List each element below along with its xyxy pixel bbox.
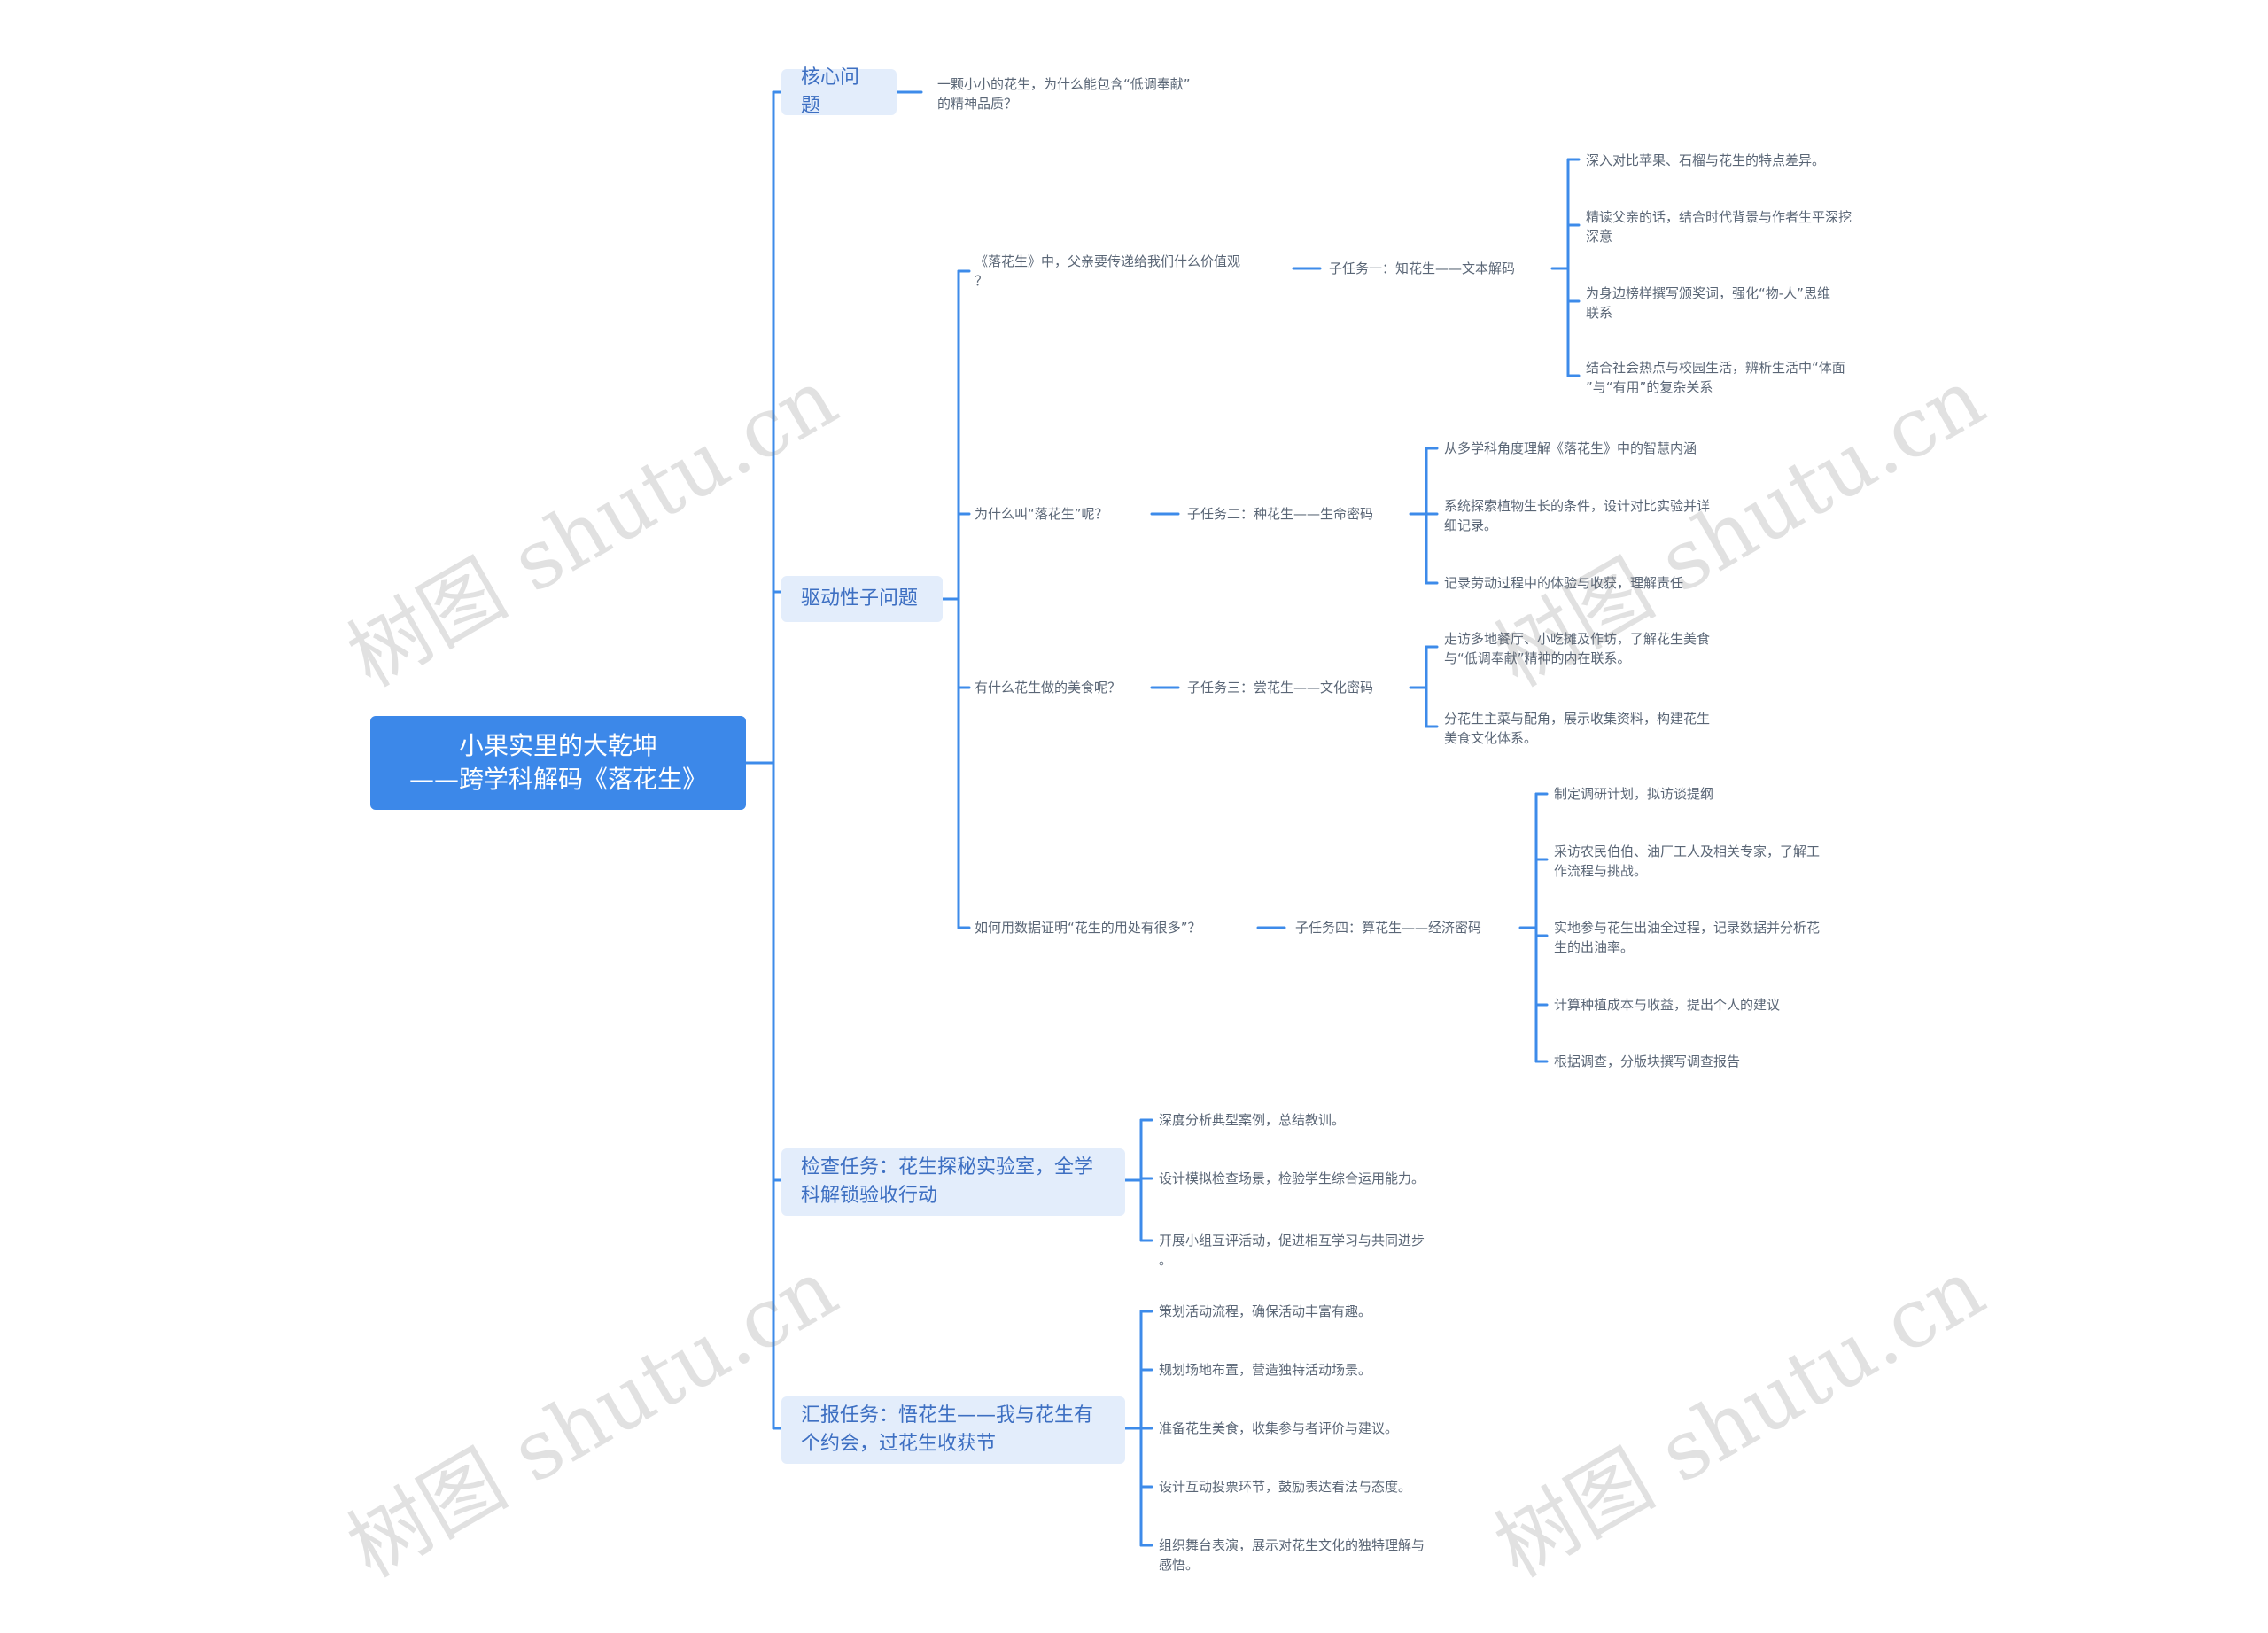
core-question-detail: 一颗小小的花生，为什么能包含“低调奉献” 的精神品质？	[937, 76, 1191, 112]
subtask-1-item: 深入对比苹果、石榴与花生的特点差异。	[1586, 152, 1826, 168]
subtask-4-item: 根据调查，分版块撰写调查报告	[1554, 1054, 1741, 1069]
branch-label: 汇报任务：悟花生——我与花生有个约会，过花生收获节	[801, 1404, 1094, 1455]
subtask-4[interactable]: 子任务四：算花生——经济密码	[1295, 920, 1482, 936]
subtask-1[interactable]: 子任务一：知花生——文本解码	[1329, 261, 1516, 276]
subtask-4-item: 实地参与花生出油全过程，记录数据并分析花 生的出油率。	[1554, 920, 1821, 955]
driving-question-4[interactable]: 如何用数据证明“花生的用处有很多”？	[975, 920, 1201, 936]
report-task-item: 规划场地布置，营造独特活动场景。	[1159, 1362, 1372, 1378]
check-task-item: 开展小组互评活动，促进相互学习与共同进步 。	[1159, 1233, 1425, 1268]
subtask-4-item: 采访农民伯伯、油厂工人及相关专家，了解工 作流程与挑战。	[1554, 844, 1821, 879]
root-title-line1: 小果实里的大乾坤	[458, 731, 657, 760]
driving-question-2[interactable]: 为什么叫“落花生”呢？	[975, 506, 1108, 522]
driving-question-1[interactable]: 《落花生》中，父亲要传递给我们什么价值观 ？	[975, 253, 1241, 289]
report-task-item: 策划活动流程，确保活动丰富有趣。	[1159, 1303, 1372, 1319]
subtask-3-item: 分花生主菜与配角，展示收集资料，构建花生 美食文化体系。	[1444, 711, 1711, 746]
subtask-2[interactable]: 子任务二：种花生——生命密码	[1187, 506, 1374, 522]
report-task-item: 组织舞台表演，展示对花生文化的独特理解与 感悟。	[1159, 1537, 1425, 1573]
report-task-item: 准备花生美食，收集参与者评价与建议。	[1159, 1420, 1399, 1436]
subtask-2-item: 系统探索植物生长的条件，设计对比实验并详 细记录。	[1444, 498, 1711, 533]
subtask-3-item: 走访多地餐厅、小吃摊及作坊，了解花生美食 与“低调奉献”精神的内在联系。	[1444, 631, 1711, 666]
driving-question-3[interactable]: 有什么花生做的美食呢？	[975, 680, 1122, 696]
branch-core-question[interactable]: 核心问题	[781, 66, 897, 117]
subtask-4-item: 制定调研计划，拟访谈提纲	[1554, 786, 1714, 802]
branch-label: 驱动性子问题	[801, 587, 919, 610]
subtask-4-item: 计算种植成本与收益，提出个人的建议	[1554, 997, 1781, 1013]
root-topic[interactable]: 小果实里的大乾坤 ——跨学科解码《落花生》	[370, 716, 746, 810]
subtask-1-item: 精读父亲的话，结合时代背景与作者生平深挖 深意	[1586, 209, 1852, 245]
subtask-2-item: 记录劳动过程中的体验与收获，理解责任	[1444, 575, 1684, 591]
check-task-item: 深度分析典型案例，总结教训。	[1159, 1112, 1346, 1128]
subtask-1-item: 结合社会热点与校园生活，辨析生活中“体面 ”与“有用”的复杂关系	[1586, 360, 1845, 395]
subtask-2-item: 从多学科角度理解《落花生》中的智慧内涵	[1444, 440, 1697, 456]
branch-report-task[interactable]: 汇报任务：悟花生——我与花生有个约会，过花生收获节	[781, 1396, 1125, 1464]
branch-driving-questions[interactable]: 驱动性子问题	[781, 576, 943, 622]
branch-check-task[interactable]: 检查任务：花生探秘实验室，全学科解锁验收行动	[781, 1148, 1125, 1216]
subtask-3[interactable]: 子任务三：尝花生——文化密码	[1187, 680, 1374, 696]
branch-label: 检查任务：花生探秘实验室，全学科解锁验收行动	[801, 1156, 1094, 1207]
subtask-1-item: 为身边榜样撰写颁奖词，强化“物-人”思维 联系	[1586, 285, 1830, 321]
report-task-item: 设计互动投票环节，鼓励表达看法与态度。	[1159, 1479, 1412, 1495]
root-title-line2: ——跨学科解码《落花生》	[408, 765, 707, 794]
check-task-item: 设计模拟检查场景，检验学生综合运用能力。	[1159, 1170, 1425, 1186]
branch-label: 核心问题	[801, 66, 860, 117]
